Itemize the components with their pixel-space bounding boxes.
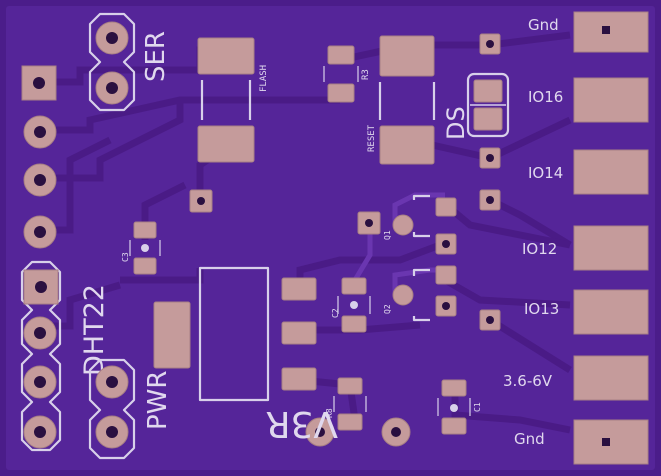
pwr-label: PWR [143,371,173,430]
c1-label: C1 [473,402,482,412]
ds-label: DS [442,106,470,140]
r3-label: R3 [361,69,371,80]
r8-label: R8 [325,408,334,418]
io13-label: IO13 [524,300,559,318]
io16-label: IO16 [528,88,563,106]
io13-pad [573,289,649,335]
c3-label: C3 [121,252,130,262]
vin-label: 3.6-6V [503,372,553,390]
flash-pad-top [197,37,255,75]
pwr-header: PWR [88,358,173,460]
io12-pad [573,225,649,271]
q1-label: Q1 [383,230,392,240]
flash-pad-bottom [197,125,255,163]
pin-labels: Gnd IO16 IO14 IO12 IO13 3.6-6V Gnd [503,16,563,448]
io16-pad [573,77,649,123]
q1-transistor: Q1 [383,194,457,240]
v3r-regulator: V3R [153,266,338,444]
io14-pad [573,149,649,195]
edge-connector [573,11,649,465]
c2-label: C2 [331,308,340,318]
r8-resistor: R8 [325,377,367,431]
gnd-bottom-label: Gnd [514,430,545,448]
ser-label: SER [141,31,171,82]
io14-label: IO14 [528,164,563,182]
flash-label: FLASH [259,65,269,92]
c2-capacitor: C2 [331,277,371,333]
dht22-label: DHT22 [79,284,110,376]
vin-pad [573,355,649,401]
q2-label: Q2 [383,304,392,314]
gnd-bottom-pad [573,419,649,465]
gnd-top-pad [573,11,649,53]
reset-switch: RESET [367,35,436,165]
ds-led: DS [442,72,510,140]
v3r-label: V3R [265,403,338,444]
vias [189,33,501,447]
ser-header: SER [88,12,171,112]
q2-transistor: Q2 [383,265,457,322]
reset-label: RESET [367,124,377,152]
c1-capacitor: C1 [437,379,482,435]
c3-capacitor: C3 [121,221,161,275]
io12-label: IO12 [522,240,557,258]
flash-switch: FLASH [197,37,269,163]
gnd-top-label: Gnd [528,16,559,34]
r3-resistor: R3 [323,45,371,103]
